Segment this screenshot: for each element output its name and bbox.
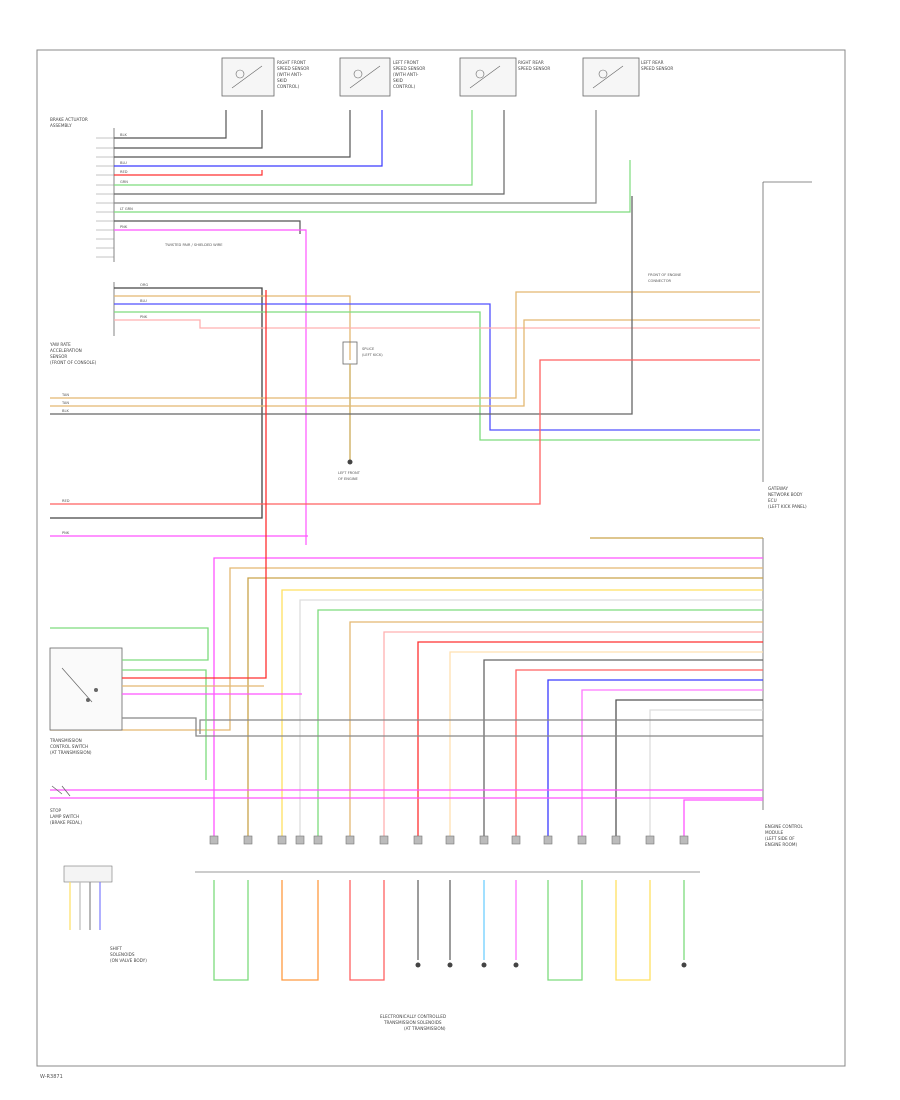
sensor-wires [114, 110, 631, 545]
module-label: TRANSMISSION SOLENOIDS [383, 1020, 442, 1025]
module-label: GATEWAY [768, 486, 788, 491]
sensor-label: LEFT FRONT [393, 60, 419, 65]
wire-label: BLU [120, 161, 127, 165]
sensor-label: RIGHT REAR [518, 60, 544, 65]
ground-icon [415, 962, 687, 968]
ground-label: OF ENGINE [338, 477, 359, 481]
sensor-label: SKID [277, 78, 287, 83]
module-label: ENGINE ROOM) [765, 842, 797, 847]
sensor-label: CONTROL) [277, 84, 299, 89]
module-label: (LEFT KICK PANEL) [768, 504, 807, 509]
shift-solenoid-block: SHIFT SOLENOIDS (ON VALVE BODY) [63, 865, 147, 963]
module-label: SHIFT [110, 946, 122, 951]
wire-label: BLK [120, 133, 127, 137]
wire-label: PNK [140, 315, 148, 319]
module-label: ENGINE CONTROL [765, 824, 803, 829]
sensor-label: SPEED SENSOR [518, 66, 550, 71]
ground-label: LEFT FRONT [338, 471, 361, 475]
transmission-connector-row [195, 835, 700, 873]
brake-actuator-block: BRAKE ACTUATOR ASSEMBLY [50, 117, 115, 262]
gateway-ecu-block: GATEWAY NETWORK BODY ECU (LEFT KICK PANE… [648, 181, 812, 509]
wire-label: TAN [61, 393, 69, 397]
module-label: (AT TRANSMISSION) [50, 750, 92, 755]
sensor-label: SPEED SENSOR [393, 66, 425, 71]
yaw-wires [50, 287, 760, 519]
sensor-label: SPEED SENSOR [277, 66, 309, 71]
speed-sensor-right-front: RIGHT FRONT SPEED SENSOR (WITH ANTI- SKI… [221, 57, 309, 97]
wire-label: TAN [61, 401, 69, 405]
twisted-pair-note: TWISTED PAIR / SHIELDED WIRE [164, 243, 223, 247]
module-label: ACCELERATION [50, 348, 82, 353]
splice-label: (LEFT KICK) [362, 353, 383, 357]
wire-label: RED [62, 499, 70, 503]
diagram-code: W-R3871 [40, 1074, 63, 1080]
module-label: CONTROL SWITCH [50, 744, 88, 749]
wire-label: GRN [120, 180, 128, 184]
module-label: BRAKE ACTUATOR [50, 117, 88, 122]
ecm-wire-fan [50, 557, 763, 840]
sensor-label: SKID [393, 78, 403, 83]
module-label: STOP [50, 808, 62, 813]
speed-sensor-left-rear: LEFT REAR SPEED SENSOR [582, 57, 673, 97]
wire-label: PNK [120, 225, 128, 229]
transmission-control-switch: TRANSMISSION CONTROL SWITCH (AT TRANSMIS… [49, 647, 123, 755]
speed-sensor-right-rear: RIGHT REAR SPEED SENSOR [459, 57, 550, 97]
module-label: LAMP SWITCH [50, 814, 79, 819]
sensor-label: CONTROL) [393, 84, 415, 89]
module-label: YAW RATE [49, 342, 71, 347]
pin-ticks [96, 137, 114, 258]
wire-label: BLK [62, 409, 69, 413]
wire-label: BLU [140, 299, 147, 303]
module-label: ELECTRONICALLY CONTROLLED [380, 1014, 446, 1019]
module-label: SOLENOIDS [110, 952, 135, 957]
module-label: NETWORK BODY [768, 492, 803, 497]
switch-wires [50, 290, 763, 780]
sensor-label: LEFT REAR [641, 60, 664, 65]
module-label: ECU [768, 498, 777, 503]
connector-note: CONNECTOR [648, 279, 672, 283]
stop-lamp-switch: STOP LAMP SWITCH (BRAKE PEDAL) [50, 785, 82, 825]
sensor-label: SPEED SENSOR [641, 66, 673, 71]
bus-lines [50, 196, 760, 537]
module-label: (FRONT OF CONSOLE) [50, 360, 97, 365]
connector-note: FRONT OF ENGINE [648, 273, 682, 277]
speed-sensor-group: RIGHT FRONT SPEED SENSOR (WITH ANTI- SKI… [221, 57, 673, 97]
module-label: (ON VALVE BODY) [110, 958, 147, 963]
module-label: MODULE [765, 830, 784, 835]
module-label: SENSOR [50, 354, 67, 359]
sensor-label: (WITH ANTI- [277, 72, 303, 77]
wire-label: ORG [140, 283, 148, 287]
module-label: TRANSMISSION [49, 738, 82, 743]
wire-label: LT GRN [120, 207, 133, 211]
module-label: (BRAKE PEDAL) [50, 820, 82, 825]
engine-control-module-block: ENGINE CONTROL MODULE (LEFT SIDE OF ENGI… [590, 537, 803, 847]
module-label: (LEFT SIDE OF [765, 836, 795, 841]
splice-label: SPLICE [362, 347, 375, 351]
sensor-label: RIGHT FRONT [277, 60, 306, 65]
wire-label: PNK [62, 531, 70, 535]
module-label: (AT TRANSMISSION) [404, 1026, 446, 1031]
diagram-border [36, 49, 846, 1067]
ground-icon [347, 459, 353, 465]
yaw-rate-sensor-block: YAW RATE ACCELERATION SENSOR (FRONT OF C… [49, 282, 115, 365]
sensor-label: (WITH ANTI- [393, 72, 419, 77]
solenoid-loops [213, 880, 685, 981]
speed-sensor-left-front: LEFT FRONT SPEED SENSOR (WITH ANTI- SKID… [339, 57, 425, 97]
wire-label: RED [120, 170, 128, 174]
module-label: ASSEMBLY [50, 123, 72, 128]
splice-junction: SPLICE (LEFT KICK) LEFT FRONT OF ENGINE [338, 341, 383, 481]
